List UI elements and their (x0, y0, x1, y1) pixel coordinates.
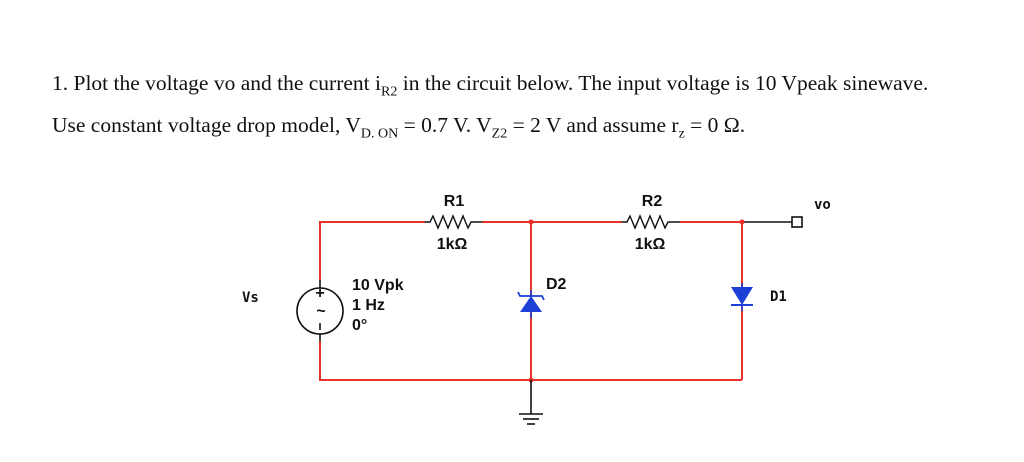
diode-d1 (731, 283, 753, 311)
problem-statement: 1. Plot the voltage vo and the current i… (52, 62, 928, 146)
problem-line-1: 1. Plot the voltage vo and the current i… (52, 71, 929, 100)
r1-value-label: 1kΩ (437, 236, 468, 253)
node-dot (528, 219, 534, 225)
source-phase-label: 0° (352, 317, 367, 334)
source-frequency-label: 1 Hz (352, 297, 385, 314)
r1-name-label: R1 (444, 193, 465, 210)
source-amplitude-label: 10 Vpk (352, 277, 404, 294)
r2-value-label: 1kΩ (635, 236, 666, 253)
resistor-r2 (622, 214, 680, 230)
output-terminal (791, 216, 803, 228)
r2-name-label: R2 (642, 193, 663, 210)
d2-name-label: D2 (546, 276, 567, 293)
voltage-source: + ~ (296, 280, 344, 341)
ground-symbol (519, 380, 543, 425)
output-label: vo (814, 197, 831, 213)
source-ac-symbol: ~ (316, 303, 325, 320)
d1-name-label: D1 (770, 289, 787, 305)
source-plus-sign: + (315, 285, 324, 302)
source-name-label: Vs (242, 290, 259, 306)
circuit-wires (319, 221, 743, 381)
node-dot (739, 219, 745, 225)
zener-diode-d2 (517, 290, 545, 318)
resistor-r1 (425, 214, 482, 230)
problem-line-2: Use constant voltage drop model, VD. ON … (52, 113, 746, 142)
